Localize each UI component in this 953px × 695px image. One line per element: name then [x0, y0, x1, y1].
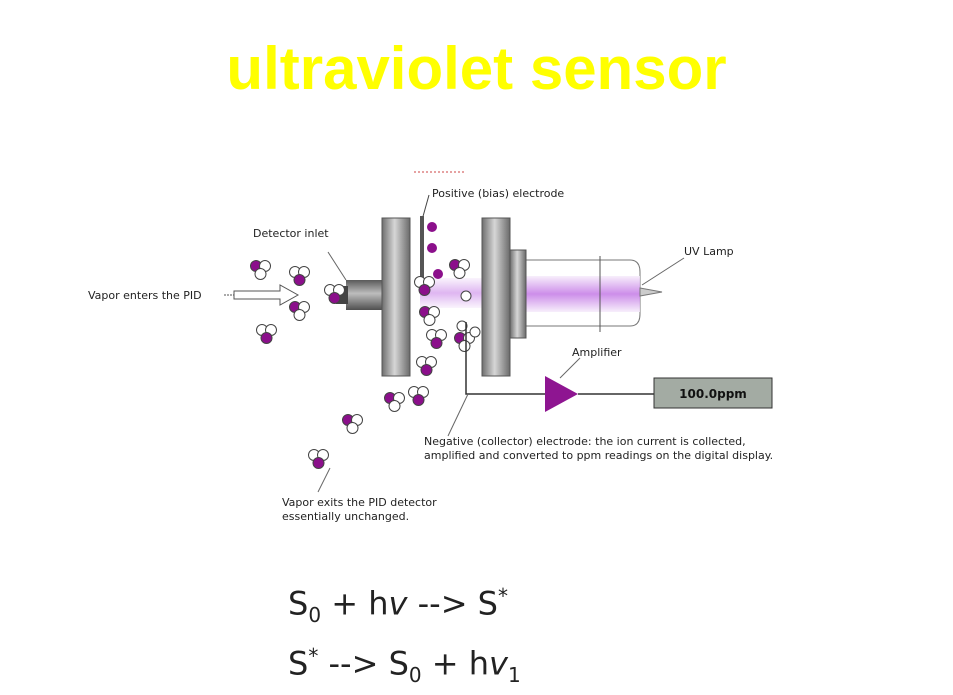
- equation-excitation: S0 + hv --> S*: [288, 584, 508, 628]
- amplifier: [545, 376, 578, 412]
- negative-electrode-plate: [481, 217, 511, 377]
- slide-title: ultraviolet sensor: [226, 35, 727, 102]
- bias-pointer: [421, 194, 430, 221]
- positive-electrode-plate: [381, 217, 411, 377]
- vapor-exits-label-2: essentially unchanged.: [282, 510, 409, 523]
- negative-electrode-label-2: amplified and converted to ppm readings …: [424, 449, 773, 462]
- negative-electrode-label-1: Negative (collector) electrode: the ion …: [424, 435, 746, 448]
- uv-lamp-label: UV Lamp: [684, 245, 734, 258]
- collector-wire: [465, 322, 548, 395]
- detector-inlet-label: Detector inlet: [253, 227, 329, 240]
- positive-electrode-label: Positive (bias) electrode: [432, 187, 564, 200]
- digital-display: [653, 377, 773, 409]
- vapor-exits-label-1: Vapor exits the PID detector: [282, 496, 437, 509]
- inlet-pointer: [327, 251, 347, 281]
- ion-markers: [427, 222, 481, 338]
- uv-lamp-pointer: [641, 257, 685, 286]
- detector-inlet: [346, 280, 382, 310]
- amplifier-label: Amplifier: [572, 346, 622, 359]
- vapor-enters-label: Vapor enters the PID: [88, 289, 202, 302]
- equation-relaxation: S* --> S0 + hv1: [288, 644, 521, 688]
- vapor-in-arrow: [224, 284, 300, 306]
- pid-detector-diagram: Positive (bias) electrode Detector inlet…: [88, 171, 773, 523]
- display-value: 100.0ppm: [679, 387, 747, 401]
- negative-pointer: [447, 393, 469, 437]
- exit-pointer: [317, 467, 331, 493]
